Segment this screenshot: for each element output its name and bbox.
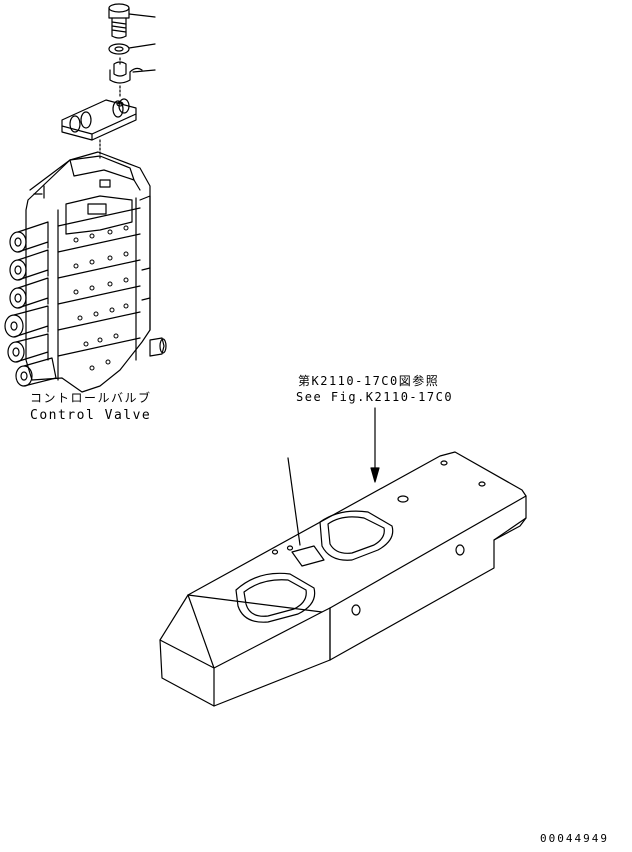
bolt-part: [109, 4, 155, 38]
plate-leader-line: [288, 458, 300, 545]
control-valve-part: [5, 152, 166, 392]
name-plate: [292, 546, 324, 566]
control-valve-label-jp: コントロールバルブ: [30, 391, 152, 405]
diagram-id: 00044949: [540, 832, 609, 845]
washer-part: [109, 44, 155, 54]
clamp-part: [110, 58, 155, 96]
frame-part: [160, 452, 526, 706]
control-valve-label-en: Control Valve: [30, 408, 152, 423]
reference-label-en: See Fig.K2110-17C0: [296, 390, 454, 404]
face-holes: [74, 226, 128, 370]
inspection-opening-2: [236, 573, 315, 622]
bracket-part: [62, 99, 136, 160]
spool-ends: [5, 222, 56, 386]
inspection-opening-1: [320, 511, 393, 560]
reference-label-jp: 第K2110-17C0図参照: [298, 374, 440, 388]
reference-arrow: [371, 408, 379, 482]
